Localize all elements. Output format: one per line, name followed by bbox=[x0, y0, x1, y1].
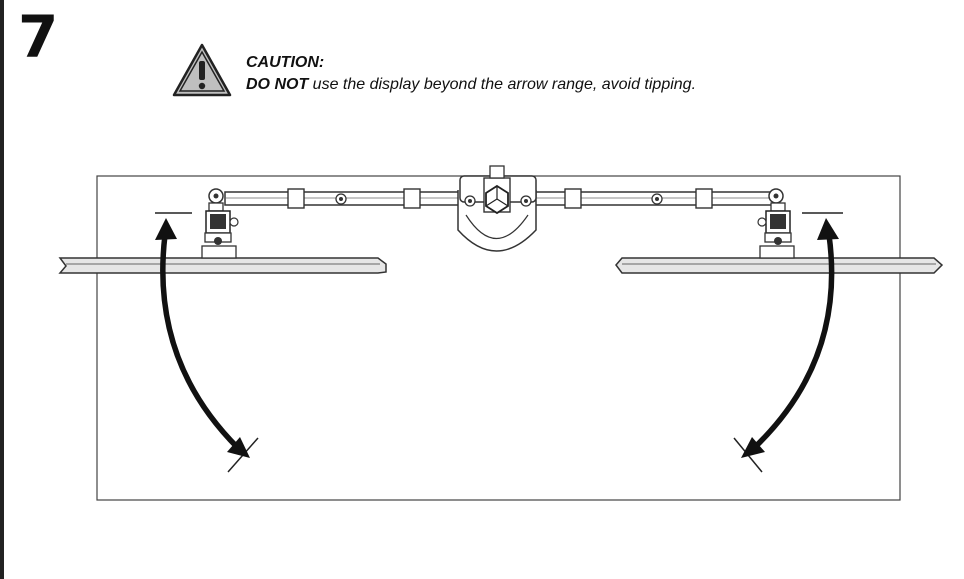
left-range-arrow-icon bbox=[155, 218, 250, 458]
left-monitor bbox=[58, 257, 387, 274]
right-monitor bbox=[615, 257, 944, 274]
center-pole-clamp bbox=[457, 165, 537, 252]
caution-emphasis: DO NOT bbox=[246, 76, 309, 93]
page-left-rule bbox=[0, 0, 4, 579]
right-range-arrow-icon bbox=[741, 218, 839, 458]
left-vesa-bracket bbox=[201, 202, 239, 259]
caution-message: DO NOT use the display beyond the arrow … bbox=[246, 76, 696, 94]
step-number: 7 bbox=[18, 3, 59, 71]
right-vesa-bracket bbox=[757, 202, 795, 259]
caution-text: use the display beyond the arrow range, … bbox=[308, 76, 697, 93]
caution-title: CAUTION: bbox=[246, 54, 325, 71]
warning-triangle-icon bbox=[172, 43, 232, 97]
